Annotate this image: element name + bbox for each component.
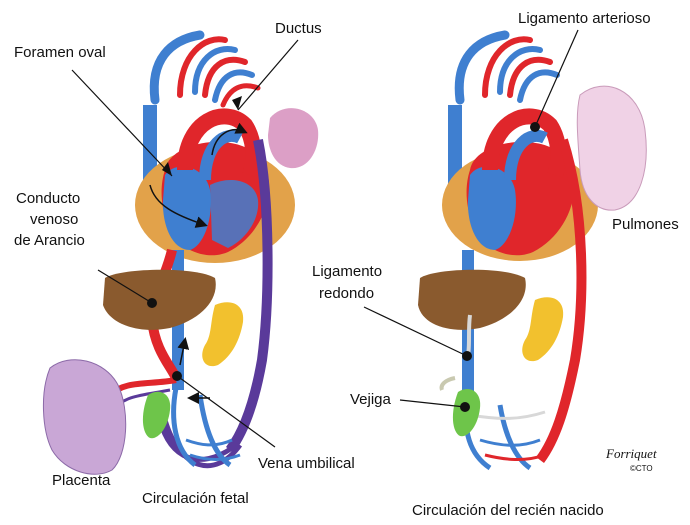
newborn-round-ligament-vessel (468, 315, 470, 355)
illustrator-signature: Forriquet (606, 446, 657, 462)
conducto-venoso-label-line2: venoso (30, 211, 78, 229)
newborn-lung (577, 86, 646, 210)
newborn-neck-vessels (459, 35, 557, 100)
ligamento-redondo-label-line2: redondo (319, 285, 374, 303)
fetal-liver (103, 270, 216, 330)
vena-umbilical-label: Vena umbilical (258, 455, 355, 473)
newborn-umbilical-remnant (442, 378, 455, 390)
conducto-venoso-label-line1: Conducto (16, 190, 80, 208)
vejiga-label: Vejiga (350, 391, 391, 409)
pulmones-label: Pulmones (612, 216, 679, 234)
conducto-venoso-label-line3: de Arancio (14, 232, 85, 250)
fetal-lung (268, 108, 318, 168)
fetal-kidney (202, 302, 243, 366)
fetal-diagram (43, 35, 318, 474)
fetal-circulation-caption: Circulación fetal (142, 490, 249, 507)
placenta-label: Placenta (52, 472, 110, 490)
newborn-circulation-caption: Circulación del recién nacido (412, 502, 604, 519)
ligamento-arterioso-label: Ligamento arterioso (518, 10, 651, 28)
copyright-mark: ©CTO (630, 464, 653, 473)
fetal-neck-vessels (154, 35, 258, 105)
newborn-liver (418, 270, 526, 330)
newborn-diagram (364, 30, 646, 468)
ductus-label: Ductus (275, 20, 322, 38)
newborn-kidney (522, 297, 563, 361)
ligamento-redondo-label-line1: Ligamento (312, 263, 382, 281)
foramen-oval-label: Foramen oval (14, 44, 106, 62)
newborn-bladder (453, 389, 480, 436)
newborn-obliterated-umbilical-arteries (470, 412, 545, 418)
ligamento-arterioso-pointer (535, 30, 578, 127)
fetal-placenta (43, 360, 125, 475)
